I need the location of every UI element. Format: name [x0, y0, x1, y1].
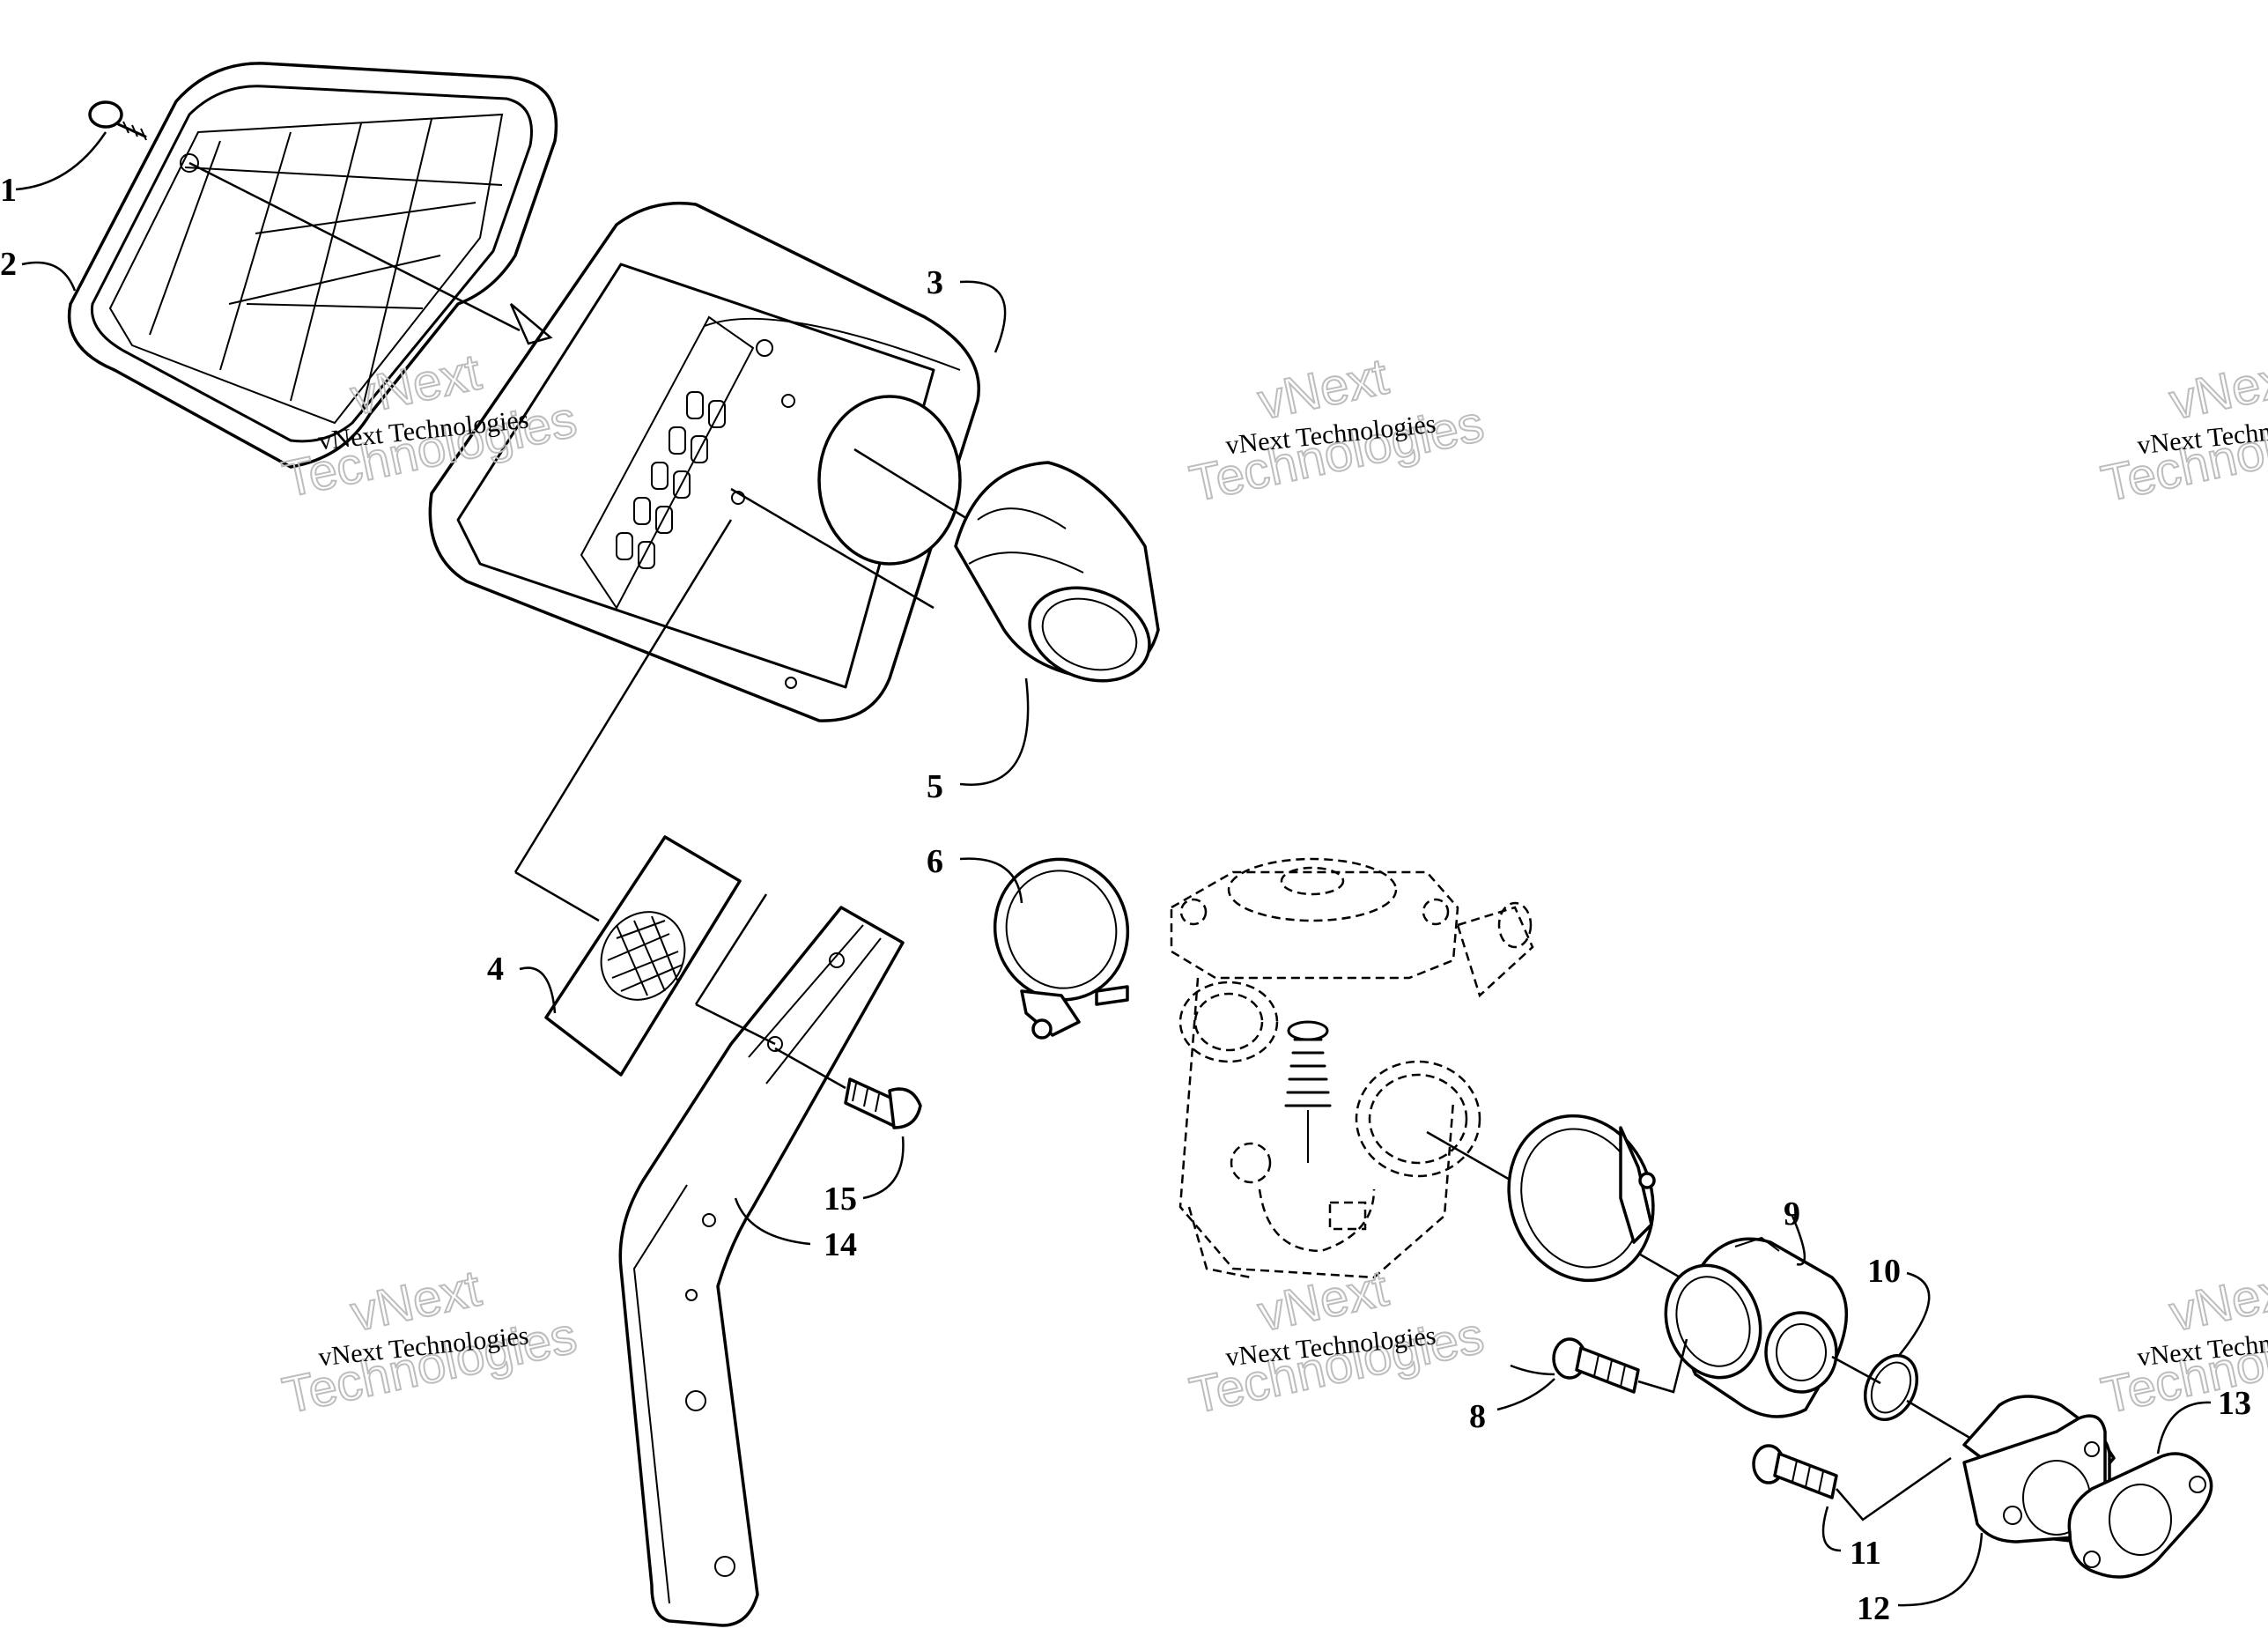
screw-1 — [88, 100, 521, 332]
callout-15: 15 — [824, 1181, 857, 1218]
watermark-5: vNext Technologies vNext Technologies — [1184, 1259, 1489, 1426]
watermark-3: vNext Technologies vNext Technologies — [2095, 347, 2268, 514]
air-box-cover — [67, 62, 558, 469]
callout-3: 3 — [927, 264, 943, 301]
o-ring-10 — [1863, 1353, 1919, 1422]
intake-flange-9 — [1664, 1236, 1849, 1418]
hose-clamp-6 — [993, 857, 1130, 1040]
callout-9: 9 — [1784, 1196, 1800, 1233]
watermark-2: vNext Technologies vNext Technologies — [1184, 347, 1489, 514]
callout-10: 10 — [1867, 1253, 1901, 1290]
gasket-13 — [2067, 1452, 2213, 1579]
bolt-8 — [1552, 1337, 1688, 1394]
callout-4: 4 — [487, 951, 504, 988]
callout-12: 12 — [1857, 1590, 1890, 1627]
callout-1: 1 — [0, 172, 17, 209]
carburetor-phantom — [1170, 857, 1534, 1279]
callout-14: 14 — [824, 1226, 857, 1263]
vent-slots — [616, 391, 726, 569]
bolt-11 — [1752, 1444, 1952, 1521]
bolt-15 — [774, 1047, 922, 1129]
filter-element — [513, 519, 742, 1077]
callout-2: 2 — [0, 246, 17, 283]
air-box-housing — [428, 201, 980, 722]
intake-boot — [954, 461, 1160, 683]
hose-clamp-7 — [1507, 1114, 1656, 1283]
watermark-4: vNext Technologies vNext Technologies — [277, 1259, 582, 1426]
callout-5: 5 — [927, 768, 943, 805]
callout-11: 11 — [1850, 1535, 1881, 1572]
callout-6: 6 — [927, 843, 943, 880]
callout-13: 13 — [2218, 1385, 2251, 1422]
mounting-bracket — [618, 893, 905, 1627]
callouts: 1 2 3 4 5 6 8 9 10 11 12 13 14 15 — [0, 131, 2251, 1627]
callout-8: 8 — [1469, 1398, 1486, 1435]
